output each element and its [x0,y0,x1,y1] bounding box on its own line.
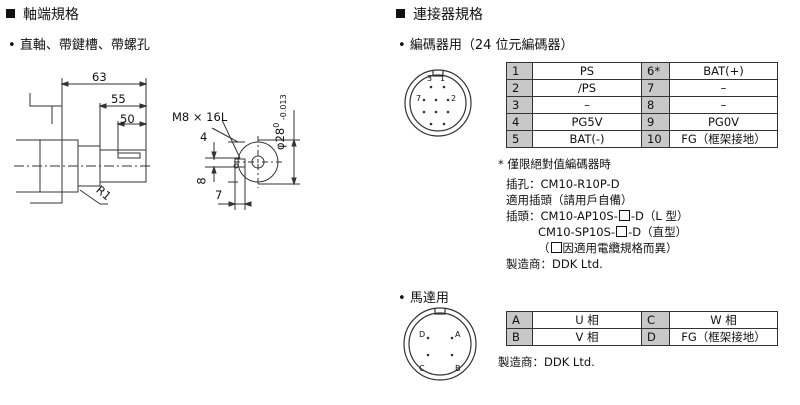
motor-pin-c: C [419,364,425,373]
absolute-encoder-note: * 僅限絕對值編碼器時 [498,157,611,171]
plug-model-l: 插頭：CM10-AP10S--D（L 型） [506,209,689,223]
bullet-dot-icon: • [398,38,406,53]
box-icon [616,226,628,237]
motor-pin-b: B [455,364,461,373]
bullet-square-icon [396,9,405,18]
enc-pin-2: 2 [451,94,457,103]
enc-pin-3: 3 [427,74,433,83]
motor-flange-outline [29,93,63,204]
box-icon [618,210,630,221]
motor-heading: • 馬達用 [398,291,449,306]
motor-connector-face [403,307,477,381]
dim-50: 50 [120,112,135,126]
shaft-spec-title: 軸端規格 [6,4,79,24]
table-row: 5 BAT(-) 10 FG（框架接地） [506,130,778,148]
encoder-maker: 製造商：DDK Ltd. [506,257,603,271]
plug-note: （因適用電纜規格而異） [538,241,678,255]
motor-maker: 製造商：DDK Ltd. [498,355,595,369]
socket-model: 插孔：CM10-R10P-D [506,177,620,191]
plug-model-straight: CM10-SP10S--D（直型） [538,225,688,239]
plug-label: 適用插頭（請用戶自備） [506,193,633,207]
table-row: A U 相 C W 相 [506,311,778,329]
bullet-square-icon [6,9,15,18]
enc-pin-1: 1 [440,74,446,83]
motor-pin-a: A [455,330,461,339]
enc-pin-7: 7 [416,94,422,103]
dim-55: 55 [111,92,126,106]
table-row: 2 /PS 7 – [506,79,778,97]
encoder-pin-table: 1 PS 6* BAT(+) 2 /PS 7 – 3 – 8 – 4 PG5V … [506,62,778,148]
table-row: B V 相 D FG（框架接地） [506,328,778,346]
connector-spec-title: 連接器規格 [396,4,483,24]
dim-thread: M8 × 16L [172,110,228,124]
table-row: 4 PG5V 9 PG0V [506,113,778,131]
encoder-connector-face [404,69,472,137]
keyway [117,152,141,159]
motor-pin-table: A U 相 C W 相 B V 相 D FG（框架接地） [506,311,778,346]
table-row: 1 PS 6* BAT(+) [506,62,778,80]
bullet-dot-icon: • [8,38,16,53]
dim-7: 7 [215,188,223,202]
dim-4: 4 [200,130,208,144]
dim-63: 63 [92,70,107,84]
shaft-spec-subtitle: • 直軸、帶鍵槽、帶螺孔 [8,38,150,53]
encoder-heading: • 編碼器用（24 位元編碼器） [398,38,574,53]
motor-pin-d: D [419,330,426,339]
table-row: 3 – 8 – [506,96,778,114]
box-icon [550,242,562,253]
bullet-dot-icon: • [398,291,406,306]
